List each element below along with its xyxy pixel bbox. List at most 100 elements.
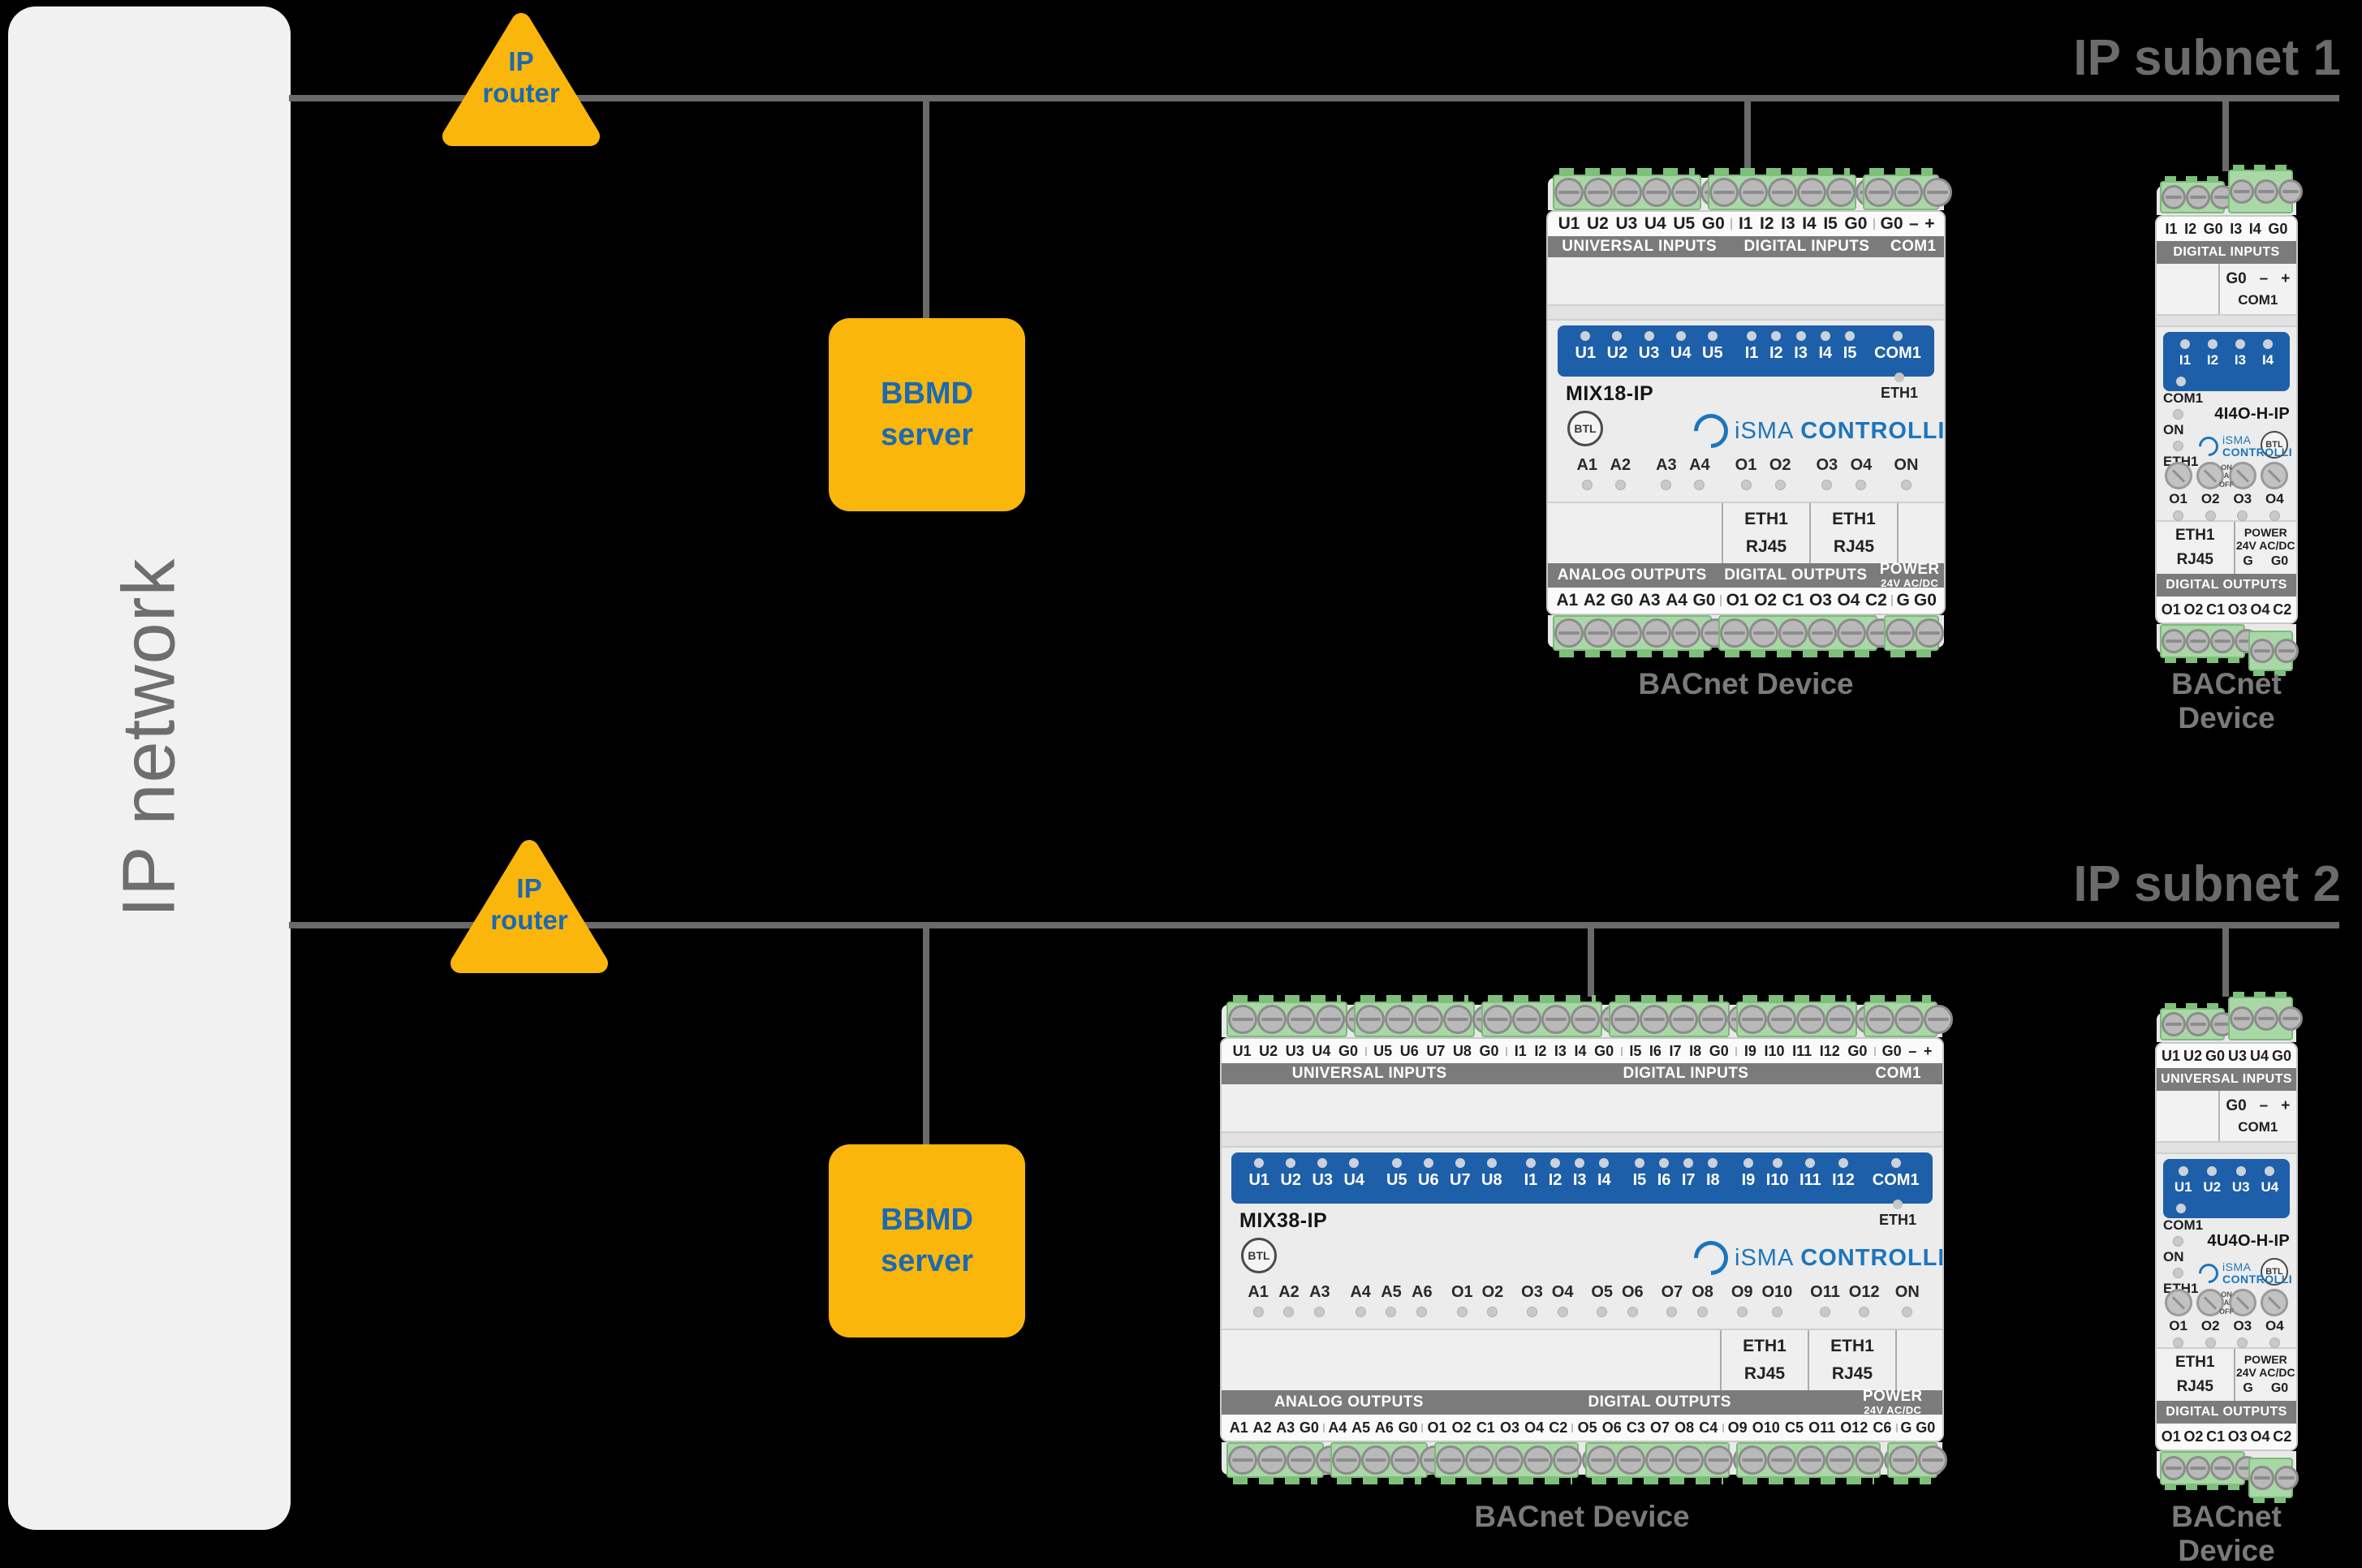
led-dot <box>2235 339 2245 349</box>
eth1-status: ETH1 <box>1881 373 1918 402</box>
isma-logo-mark-icon <box>2195 432 2222 460</box>
terminal-screw <box>1837 618 1866 648</box>
terminal-label: I3 <box>1781 214 1795 233</box>
terminal-label: G <box>1900 1419 1912 1436</box>
terminal-label: I7 <box>1669 1042 1682 1059</box>
led-indicator: O3 <box>1816 456 1838 490</box>
top-terminal-strip <box>2155 992 2303 1042</box>
led-dot <box>1771 331 1782 341</box>
terminal-screw <box>1610 1005 1640 1034</box>
section-band: DIGITAL INPUTS <box>1623 1065 1749 1083</box>
terminal-label: O4 <box>1524 1419 1545 1436</box>
section-band: COM1 <box>1875 1065 1921 1083</box>
led-indicator: I3 <box>1573 1158 1587 1204</box>
terminal-screw <box>2186 185 2210 209</box>
led-indicator: A4 <box>1350 1283 1371 1317</box>
terminal-screw <box>1855 1445 1884 1475</box>
com1-led <box>2176 1204 2186 1213</box>
terminal-label: C1 <box>1782 591 1804 610</box>
led-dot <box>1581 480 1593 490</box>
btl-logo: BTL <box>2261 431 2288 459</box>
terminal-label: I6 <box>1649 1042 1662 1059</box>
terminal-label: C1 <box>2206 1428 2226 1445</box>
terminal-label: G0 <box>2271 1047 2291 1064</box>
terminal-block <box>1226 995 1374 1037</box>
led-dot <box>1772 1158 1782 1168</box>
led-indicator: A2 <box>1610 456 1631 490</box>
terminal-screw <box>1720 618 1749 648</box>
terminal-screw <box>2186 1456 2210 1480</box>
led-indicator: O11 <box>1810 1283 1840 1317</box>
led-indicator: O4 <box>1552 1283 1573 1317</box>
section-band: DIGITAL OUTPUTS <box>2157 1401 2296 1424</box>
led-dot <box>1683 1158 1694 1168</box>
terminal-label: U2 <box>2183 1047 2202 1064</box>
terminal-label: I3 <box>1554 1042 1567 1059</box>
terminal-screw <box>2274 1466 2300 1490</box>
led-indicator: I3 <box>2235 339 2246 391</box>
terminal-block <box>2228 992 2303 1040</box>
terminal-screw <box>1738 1445 1767 1475</box>
led-indicator: I5 <box>1843 331 1856 377</box>
terminal-screw <box>1642 618 1671 648</box>
led-dot <box>1314 1307 1325 1317</box>
terminal-label: I2 <box>1760 214 1774 233</box>
terminal-label: C6 <box>1873 1419 1892 1436</box>
terminal-label: I9 <box>1743 1042 1756 1059</box>
com1-panel: G0 – + COM1 <box>2157 264 2296 314</box>
led-indicator: U1 <box>1575 331 1596 377</box>
terminal-label: U3 <box>1285 1042 1304 1059</box>
terminal-screw <box>2278 1006 2303 1031</box>
led-indicator: U1 <box>2175 1166 2192 1218</box>
terminal-label: A6 <box>1374 1419 1394 1436</box>
led-indicator: I4 <box>1818 331 1832 377</box>
terminal-label: O6 <box>1601 1419 1622 1436</box>
terminal-screw <box>1553 1445 1582 1475</box>
led-indicator: A3 <box>1309 1283 1330 1317</box>
led-indicator: U4 <box>2261 1166 2278 1218</box>
on-led <box>2173 409 2183 420</box>
led-indicator: A2 <box>1278 1283 1300 1317</box>
terminal-label: – <box>1909 214 1919 233</box>
terminal-label: U1 <box>2161 1047 2180 1064</box>
led-indicator: I9 <box>1742 1158 1755 1204</box>
led-dot <box>2265 1166 2275 1176</box>
terminal-screw <box>2254 1006 2278 1031</box>
terminal-label: G0 <box>1916 1419 1936 1436</box>
output-switch: O1 <box>2164 1289 2192 1348</box>
led-dot <box>1634 1158 1644 1168</box>
led-dot <box>1694 480 1705 490</box>
led-dot <box>1455 1158 1465 1168</box>
terminal-label: C2 <box>1864 591 1887 610</box>
eth1-led <box>1892 1200 1903 1209</box>
terminal-screw <box>1414 1005 1443 1034</box>
terminal-screw <box>1671 178 1700 207</box>
isma-logo-mark-icon <box>2195 1259 2222 1287</box>
device-model-label: MIX18-IP <box>1566 381 1654 405</box>
terminal-screw <box>1385 1005 1414 1034</box>
led-dot <box>2269 510 2280 521</box>
led-indicator: A1 <box>1576 456 1597 490</box>
terminal-screw <box>2250 639 2275 663</box>
led-dot <box>1599 1158 1610 1168</box>
terminal-screw <box>1864 178 1894 207</box>
subnet2-bbmd-drop-line <box>923 927 929 1146</box>
terminal-block <box>1718 615 1895 657</box>
switch-knob <box>2196 1289 2225 1316</box>
terminal-label: U4 <box>1644 214 1666 233</box>
terminal-screw <box>1554 178 1584 207</box>
com1-panel: G0 – + COM1 <box>2157 1091 2296 1141</box>
terminal-label: G0 <box>1847 1042 1868 1059</box>
status-column: COM1 ON ETH1 <box>2163 390 2203 470</box>
terminal-label: I10 <box>1764 1042 1785 1059</box>
terminal-label: A1 <box>1556 591 1579 610</box>
